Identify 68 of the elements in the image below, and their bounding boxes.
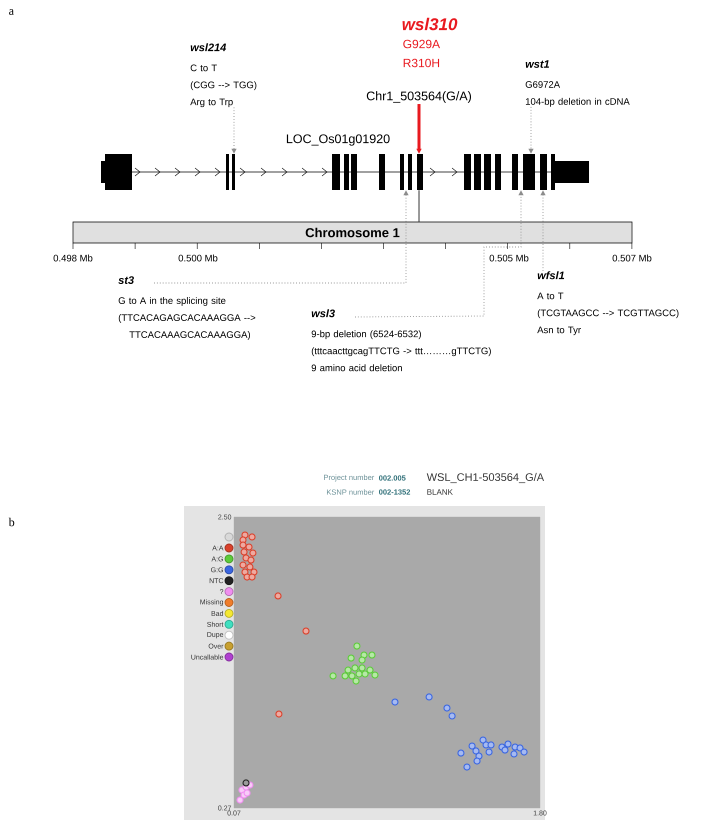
point <box>275 710 282 718</box>
chromosome-bar: Chromosome 1 <box>72 222 632 244</box>
point <box>358 664 366 672</box>
point <box>366 666 374 674</box>
point <box>501 746 509 754</box>
mutation-note: wfsl1 A to T (TCGTAAGCC --> TCGTTAGCC) Asn to Tyr <box>537 271 678 336</box>
position-label: Chr1_503564(G/A) <box>366 91 472 103</box>
point <box>351 664 359 672</box>
point <box>247 556 255 564</box>
point <box>248 533 256 541</box>
point <box>249 549 256 557</box>
point <box>443 704 451 712</box>
point <box>426 693 433 701</box>
point <box>448 712 456 720</box>
point <box>487 741 495 749</box>
point <box>352 677 360 685</box>
point <box>457 750 464 757</box>
mutation-note: wsl214 C to T (CGG --> TGG) Arg to Trp <box>190 43 256 108</box>
point <box>520 748 528 756</box>
point <box>480 736 487 744</box>
assay-name: WSL_CH1-503564_G/A <box>426 472 544 484</box>
point <box>330 672 337 680</box>
point <box>358 656 366 664</box>
point <box>236 796 244 804</box>
connector-line <box>418 190 420 222</box>
mutation-note: wsl3 9-bp deletion (6524-6532) (tttcaacttgcagTTCTG -> ttt………gTTCTG) 9 amino acid deletion <box>312 309 491 372</box>
gene-model-drawing <box>100 154 590 190</box>
point <box>242 779 250 787</box>
point <box>353 642 360 650</box>
mutation-detail: G929A <box>403 40 440 48</box>
point <box>504 740 512 748</box>
point <box>244 789 251 797</box>
point <box>245 543 253 551</box>
point <box>472 747 480 755</box>
scale-label: 0.500 Mb <box>178 254 218 262</box>
point <box>344 666 352 674</box>
scale-label: 0.507 Mb <box>612 254 652 262</box>
mutation-detail: R310H <box>404 58 440 68</box>
point <box>246 563 254 571</box>
mutation-note: wst1 G6972A 104-bp deletion in cDNA <box>526 60 630 107</box>
point <box>348 672 356 680</box>
point <box>239 561 247 569</box>
scale-label: 0.498 Mb <box>54 254 92 262</box>
panel-letter: a <box>9 9 14 15</box>
point <box>486 748 493 756</box>
point <box>239 542 247 549</box>
point <box>510 750 518 758</box>
mutation-note: st3 G to A in the splicing site (TTCACAGAGCACAAAGGA --> TTCACAAAGCACAAAGGA) <box>118 276 256 340</box>
point <box>274 592 282 600</box>
point <box>362 670 369 678</box>
point <box>463 763 471 771</box>
point <box>468 742 476 750</box>
gene-label: LOC_Os01g01920 <box>286 134 390 146</box>
point <box>302 628 310 635</box>
point <box>240 548 248 556</box>
point <box>516 744 524 752</box>
point <box>473 757 481 765</box>
point <box>248 573 256 581</box>
point <box>391 698 399 706</box>
point <box>371 671 379 679</box>
mutation-name: wsl310 <box>402 18 458 30</box>
scale-label: 0.505 Mb <box>490 254 528 262</box>
panel-letter: b <box>8 518 14 526</box>
point <box>368 652 376 659</box>
point <box>348 654 355 662</box>
point <box>342 672 349 680</box>
header-value: BLANK <box>427 489 453 495</box>
point <box>356 670 363 678</box>
